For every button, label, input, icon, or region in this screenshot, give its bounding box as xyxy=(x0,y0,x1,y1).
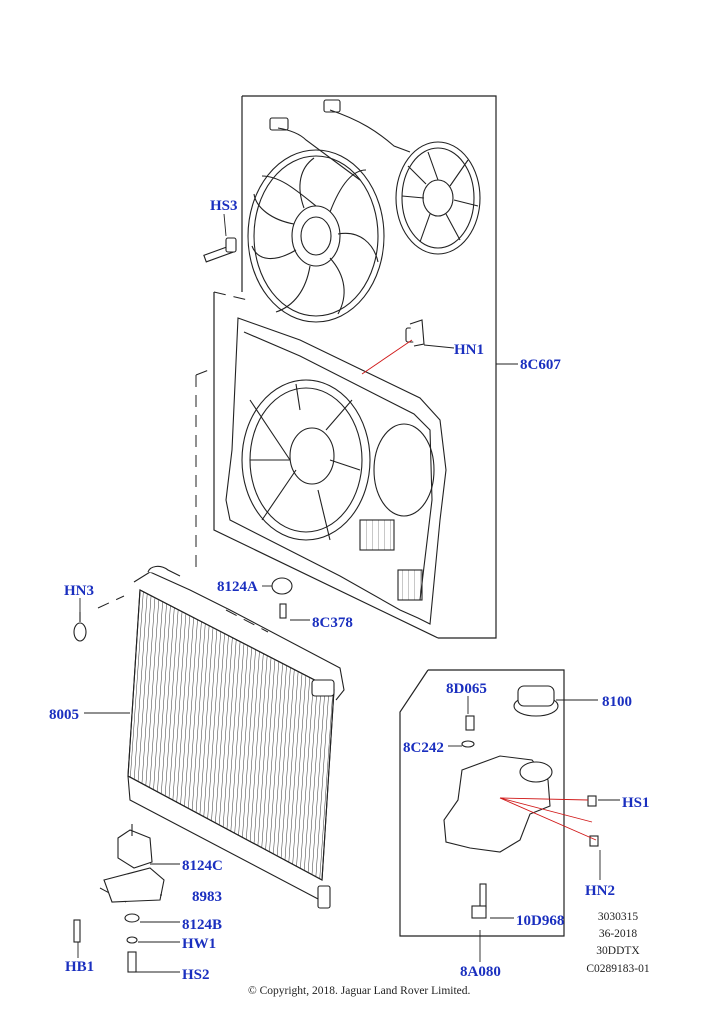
callout-8c242[interactable]: 8C242 xyxy=(403,740,444,756)
callout-8d065[interactable]: 8D065 xyxy=(446,681,487,697)
callout-8c607[interactable]: 8C607 xyxy=(520,357,561,373)
fan-shroud xyxy=(225,317,447,625)
callout-hn2[interactable]: HN2 xyxy=(585,883,615,899)
callout-hs3[interactable]: HS3 xyxy=(210,198,238,214)
red-leader-lines xyxy=(361,339,597,841)
secondary-fan xyxy=(323,99,481,255)
bolt-hs3-shape xyxy=(203,237,237,263)
ref-code-2: 36-2018 xyxy=(598,928,638,940)
copyright-text: © Copyright, 2018. Jaguar Land Rover Lim… xyxy=(248,985,471,997)
ref-code-1: 3030315 xyxy=(597,911,639,923)
washer-bolt-stack-shape xyxy=(73,913,140,973)
bracket-8124c-shape xyxy=(103,824,165,903)
callout-hb1[interactable]: HB1 xyxy=(65,959,95,975)
callout-8124c[interactable]: 8124C xyxy=(182,858,223,874)
callout-8a080[interactable]: 8A080 xyxy=(460,964,501,980)
callout-10d968[interactable]: 10D968 xyxy=(516,913,565,929)
callout-hw1[interactable]: HW1 xyxy=(182,936,217,952)
callout-hn3[interactable]: HN3 xyxy=(64,583,94,599)
ref-code-4: C0289183-01 xyxy=(586,963,650,975)
nut-hn1-shape xyxy=(405,319,425,347)
ref-code-3: 30DDTX xyxy=(596,945,640,957)
callout-8c378[interactable]: 8C378 xyxy=(312,615,353,631)
callout-8124a[interactable]: 8124A xyxy=(217,579,258,595)
callout-8124b[interactable]: 8124B xyxy=(182,917,223,933)
fan-assembly-frame xyxy=(213,95,497,639)
main-fan xyxy=(247,117,385,323)
callout-hs2[interactable]: HS2 xyxy=(182,967,210,983)
callout-8100[interactable]: 8100 xyxy=(602,694,632,710)
reservoir-frame xyxy=(399,669,565,937)
black-leader-lines xyxy=(77,213,620,973)
coolant-reservoir xyxy=(443,685,599,919)
callout-8005[interactable]: 8005 xyxy=(49,707,79,723)
callout-hs1[interactable]: HS1 xyxy=(622,795,650,811)
radiator xyxy=(127,565,345,909)
callout-8983[interactable]: 8983 xyxy=(192,889,222,905)
mount-8124a-shape xyxy=(271,577,293,619)
callout-hn1[interactable]: HN1 xyxy=(454,342,484,358)
